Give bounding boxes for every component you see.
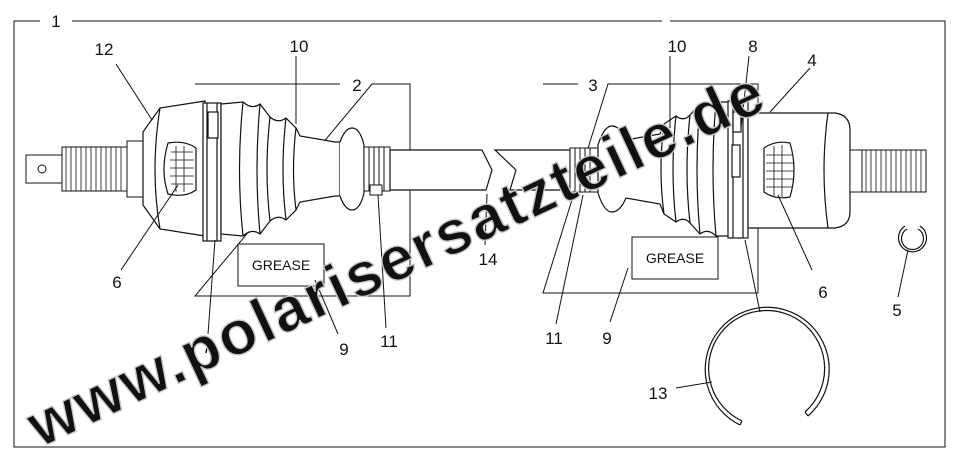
callout-14: 14: [479, 250, 498, 269]
right-stub-shaft: [849, 149, 927, 193]
left-small-clamp: [363, 146, 391, 196]
callout-1: 1: [51, 12, 60, 31]
callout-9-left: 9: [339, 340, 348, 359]
callout-11-right: 11: [545, 329, 563, 348]
callout-4: 4: [807, 51, 816, 70]
callout-7: 7: [202, 338, 211, 357]
retaining-ring: [704, 306, 830, 426]
callout-10-left: 10: [290, 37, 309, 56]
callout-labels: 1 2 3 4 5 6 6 7 8 9 9 10 10 11 11 12 13 …: [51, 12, 901, 403]
left-cv-housing: [142, 100, 206, 237]
callout-9-right: 9: [602, 329, 611, 348]
outer-frame: [13, 20, 946, 448]
left-boot: [202, 101, 365, 242]
snap-ring: [897, 225, 928, 253]
svg-text:GREASE: GREASE: [646, 250, 704, 266]
callout-6-left: 6: [112, 273, 121, 292]
svg-text:GREASE: GREASE: [252, 257, 310, 273]
leader-lines: [115, 55, 909, 389]
callout-13: 13: [649, 384, 668, 403]
right-cv-housing: [747, 112, 851, 229]
right-small-clamp: [569, 147, 599, 193]
axle-shaft: [389, 149, 571, 191]
callout-8: 8: [748, 37, 757, 56]
boot-kit-box-right: [542, 83, 759, 294]
callout-6-right: 6: [818, 283, 827, 302]
callout-5: 5: [892, 301, 901, 320]
callout-12: 12: [95, 40, 114, 59]
grease-left: GREASE: [237, 243, 325, 287]
callout-2: 2: [352, 76, 361, 95]
grease-right: GREASE: [631, 236, 719, 280]
callout-3: 3: [588, 76, 597, 95]
callout-10-right: 10: [668, 37, 687, 56]
left-stub-shaft: [25, 140, 144, 198]
callout-11-left: 11: [380, 332, 398, 351]
